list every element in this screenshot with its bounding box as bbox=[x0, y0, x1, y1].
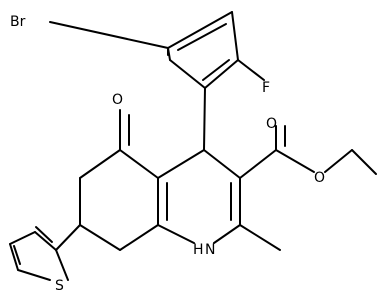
bond-n1-c8a bbox=[157, 224, 195, 244]
bond-c7-thiophene bbox=[55, 224, 81, 251]
bond-aryl-c4 bbox=[203, 87, 206, 151]
atom-label-ketone-oxygen: O bbox=[112, 92, 123, 108]
bond-thio-4 bbox=[17, 269, 51, 281]
bond-thio-5 bbox=[55, 249, 69, 281]
bond-ester-c-o bbox=[275, 149, 315, 173]
bond-aryl-double-1 bbox=[177, 23, 227, 51]
atom-label-fluorine: F bbox=[262, 80, 270, 96]
bond-aryl-5 bbox=[169, 59, 206, 89]
bond-br-c bbox=[49, 21, 169, 49]
bond-layer bbox=[9, 11, 377, 281]
bond-c-f bbox=[237, 59, 265, 81]
bond-aryl-2 bbox=[167, 11, 233, 49]
atom-label-amine-h: H bbox=[193, 242, 204, 258]
bond-c8-c8a bbox=[119, 224, 159, 251]
atom-label-bromine: Br bbox=[10, 14, 26, 30]
bond-aryl-double-2 bbox=[202, 59, 230, 81]
bond-o-ch2 bbox=[324, 149, 353, 173]
bond-thio-1 bbox=[34, 231, 57, 251]
atom-label-thiophene-sulfur: S bbox=[55, 278, 64, 294]
bond-c4-c3 bbox=[203, 149, 241, 179]
bond-c7-c8 bbox=[79, 224, 121, 251]
bond-c2-methyl bbox=[239, 224, 281, 251]
bond-thio-double-1 bbox=[35, 226, 53, 243]
atom-label-ester-carbonyl-oxygen: O bbox=[266, 116, 277, 132]
bond-c5-c6 bbox=[79, 149, 121, 179]
bond-ch2-ch3 bbox=[351, 149, 377, 175]
bond-c4-c4a bbox=[157, 149, 205, 179]
bond-c2-n1 bbox=[213, 224, 241, 244]
bond-aryl-3 bbox=[231, 11, 239, 61]
bond-thio-3 bbox=[9, 243, 19, 271]
atom-label-ester-ether-oxygen: O bbox=[314, 170, 325, 186]
bond-c4a-c5 bbox=[119, 149, 159, 179]
atom-label-layer: Br F O O O N H S bbox=[10, 14, 325, 294]
bond-thio-2 bbox=[9, 231, 36, 245]
bond-aryl-4 bbox=[204, 59, 239, 89]
bond-thio-double-2 bbox=[13, 245, 21, 265]
atom-label-amine-n: N bbox=[205, 242, 215, 258]
bond-c3-ester-c bbox=[239, 149, 277, 179]
bond-aryl-6 bbox=[167, 47, 171, 61]
